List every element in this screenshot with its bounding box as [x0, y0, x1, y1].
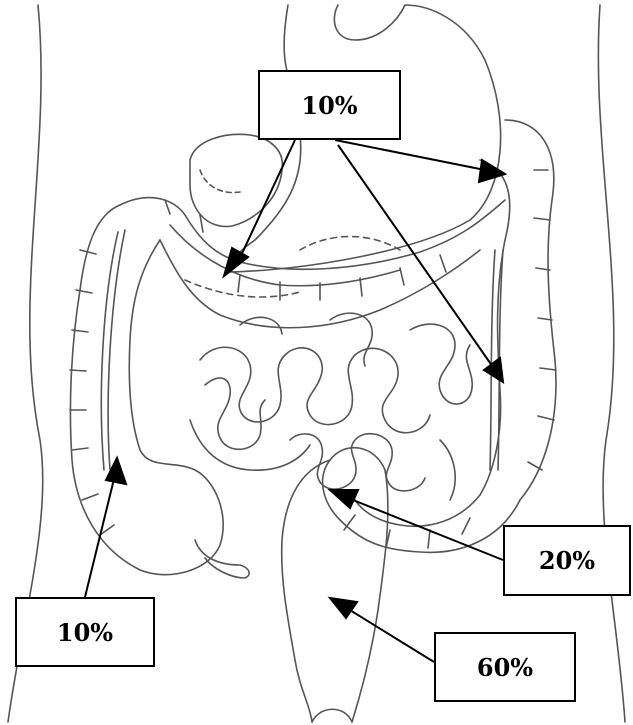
- label-bottom-left-percent: 10%: [15, 597, 155, 667]
- rectum: [282, 460, 330, 722]
- label-top-percent: 10%: [258, 70, 401, 140]
- label-right-percent: 20%: [503, 525, 631, 596]
- label-bottom-right-percent: 60%: [434, 632, 576, 702]
- descending-colon: [505, 120, 556, 500]
- arrow-left-to-ascending: [85, 475, 115, 597]
- arrowhead-sigmoid: [330, 490, 358, 508]
- arrow-bottom-to-rectum: [345, 607, 434, 662]
- ascending-colon: [70, 205, 223, 575]
- arrowhead-splenic: [479, 160, 505, 182]
- pancreas: [185, 237, 400, 297]
- liver-lobe: [190, 134, 282, 226]
- arrow-top-to-splenic: [335, 140, 485, 170]
- torso-outline-right: [598, 5, 625, 722]
- small-intestine: [190, 313, 472, 500]
- arrowhead-rectum: [330, 598, 357, 618]
- appendix: [195, 540, 249, 578]
- arrowhead-descending: [484, 358, 503, 382]
- arrow-right-to-sigmoid: [348, 498, 503, 560]
- arrows: [85, 140, 505, 662]
